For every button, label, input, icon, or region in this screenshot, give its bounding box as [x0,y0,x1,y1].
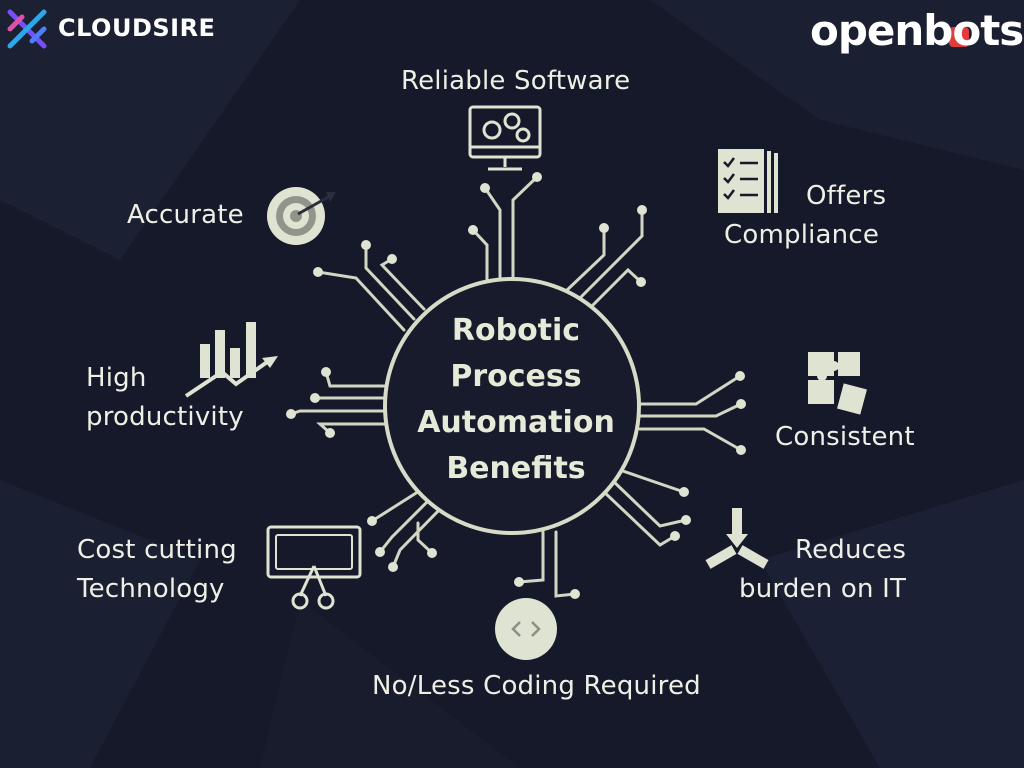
center-circle [383,277,641,535]
label-consistent: Consistent [775,422,915,452]
cloudsire-brand: CLOUDSIRE [58,14,216,42]
label-compliance: Compliance [724,220,880,250]
scissors-banknote-icon [266,525,362,610]
center-title-line: Benefits [446,451,586,486]
center-title: Robotic Process Automation Benefits [412,308,620,492]
circuit-nodes [286,172,746,599]
checklist-icon [718,149,778,213]
openbots-brand: openbots [810,6,1024,55]
arrows-converging-icon [705,508,769,569]
label-burden-on-it: burden on IT [739,574,907,604]
label-accurate: Accurate [127,200,244,230]
puzzle-icon [808,352,867,415]
label-reliable-software: Reliable Software [401,66,631,96]
center-title-line: Automation [417,405,615,440]
label-cost-cutting: Cost cutting [77,535,237,565]
label-productivity: productivity [86,402,244,432]
center-title-line: Process [450,359,582,394]
circuit-traces [289,175,743,598]
label-no-less-coding: No/Less Coding Required [372,671,701,701]
code-brackets-icon [495,598,557,660]
monitor-gears-icon [468,105,542,171]
growth-chart-icon [184,322,278,398]
target-icon [267,187,336,245]
label-reduces: Reduces [795,535,907,565]
label-high: High [86,363,147,393]
label-technology: Technology [77,574,225,604]
cloudsire-logo-icon [7,9,47,49]
openbots-robot-icon [949,27,969,47]
label-offers: Offers [806,181,887,211]
center-title-line: Robotic [451,313,581,348]
